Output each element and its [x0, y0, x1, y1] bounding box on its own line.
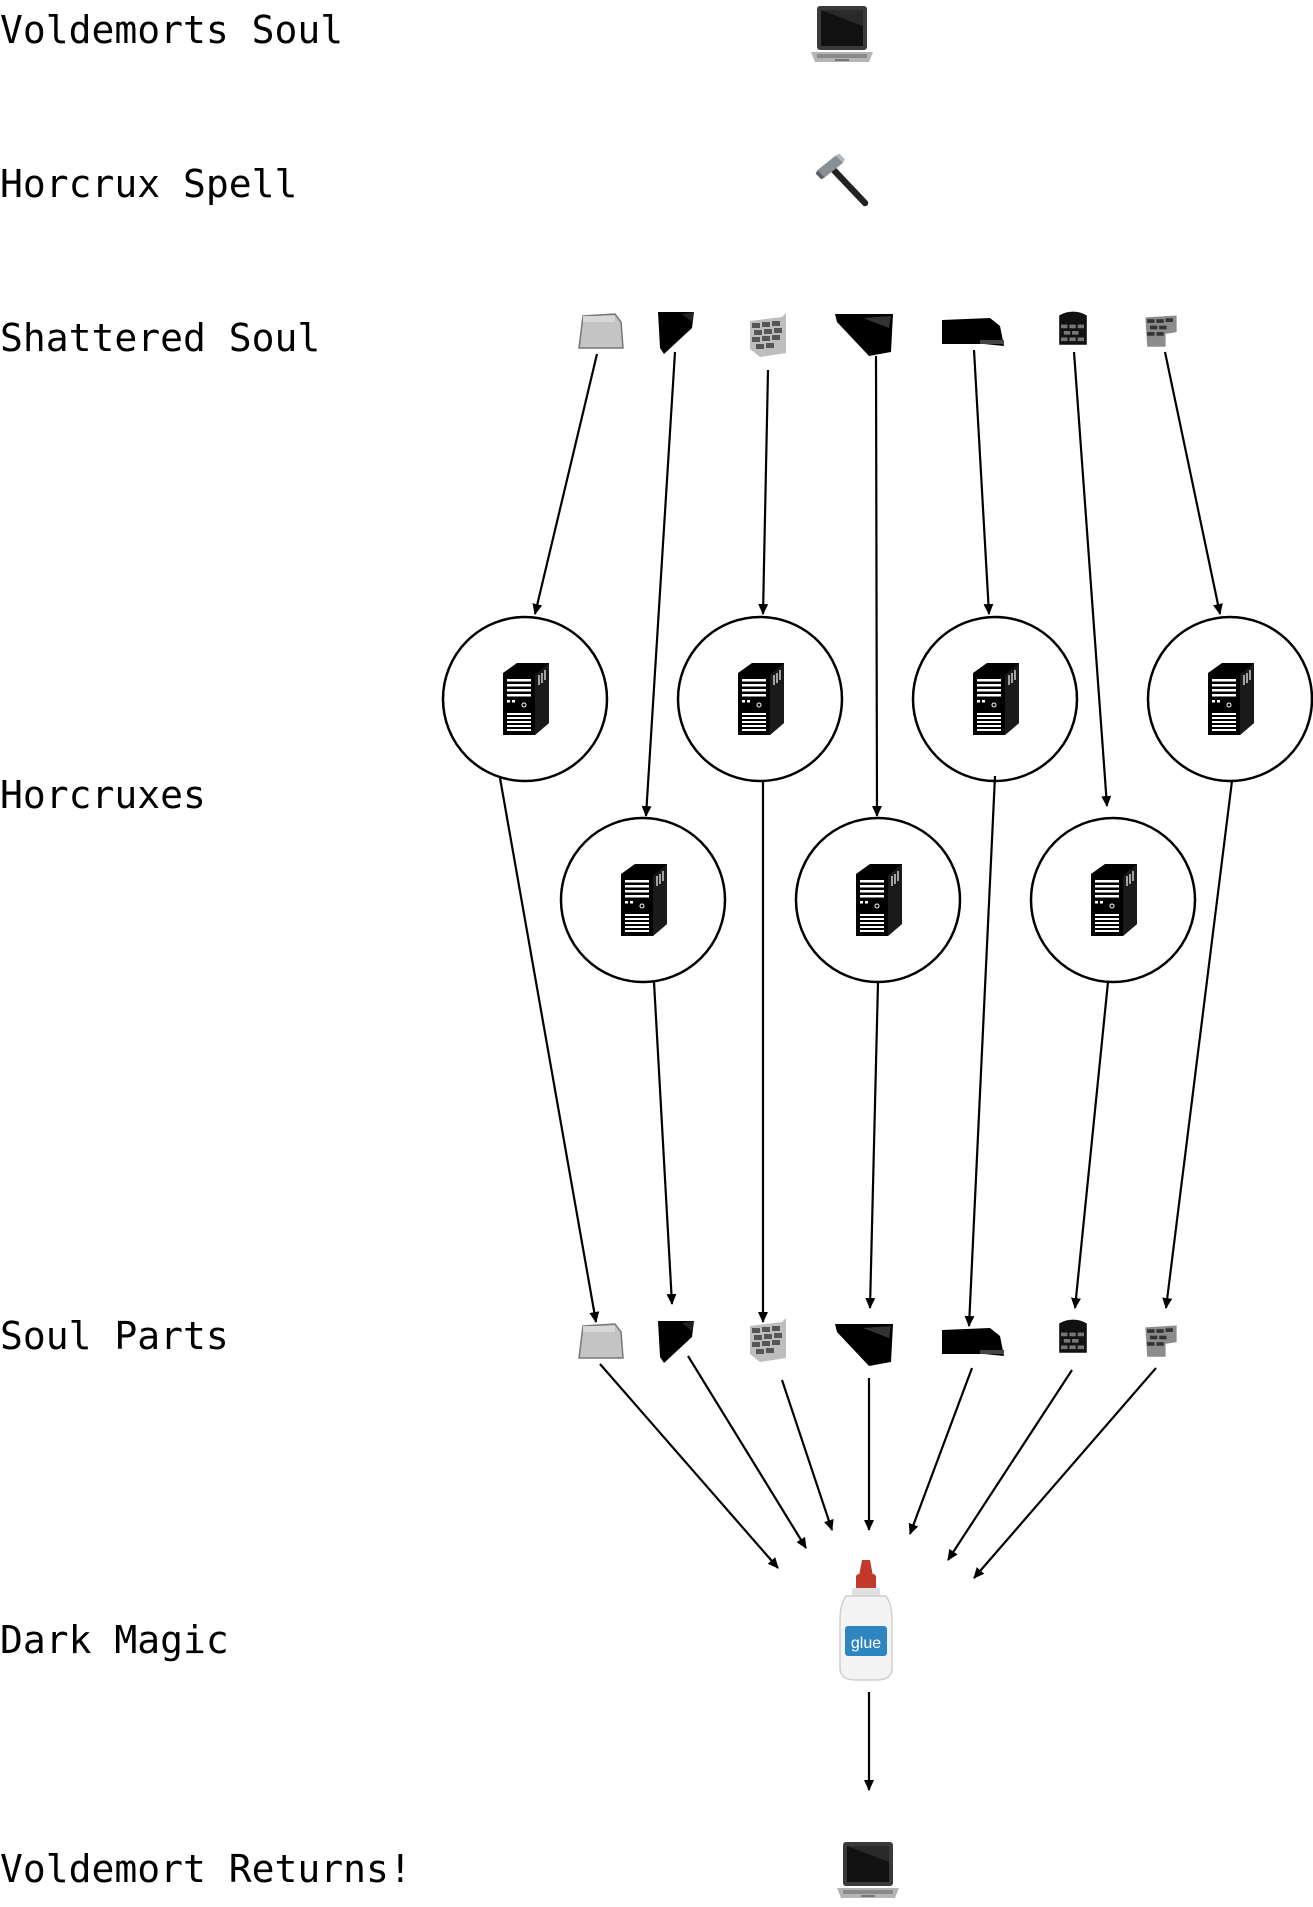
- label-horcruxes: Horcruxes: [0, 773, 206, 817]
- brick-fragment-icon: [750, 1318, 786, 1362]
- brick-fragment-icon: [658, 312, 694, 354]
- laptop-icon: [837, 1842, 899, 1898]
- glue-label: glue: [851, 1635, 881, 1652]
- soul-parts: [578, 1318, 1177, 1366]
- horcrux-node: [559, 816, 727, 984]
- brick-fragment-icon: [1145, 315, 1177, 347]
- horcrux-node: [441, 615, 609, 783]
- server-tower-icon: [1207, 662, 1255, 736]
- arrows-fragments-to-horcruxes: [532, 349, 1223, 817]
- brick-fragment-icon: [578, 1323, 624, 1359]
- hammer-icon: [816, 154, 865, 203]
- label-horcrux-spell: Horcrux Spell: [0, 162, 297, 206]
- server-tower-icon: [972, 662, 1020, 736]
- label-voldemort-returns: Voldemort Returns!: [0, 1847, 412, 1891]
- brick-fragment-icon: [750, 313, 786, 357]
- horcrux-nodes: [441, 615, 1313, 984]
- label-shattered-soul: Shattered Soul: [0, 316, 320, 360]
- server-tower-icon: [502, 662, 550, 736]
- label-dark-magic: Dark Magic: [0, 1618, 229, 1662]
- shattered-soul-fragments: [578, 311, 1177, 357]
- horcrux-node: [911, 615, 1079, 783]
- brick-fragment-icon: [835, 1324, 893, 1366]
- brick-fragment-icon: [942, 318, 1004, 346]
- brick-fragment-icon: [578, 313, 624, 349]
- brick-fragment-icon: [835, 314, 893, 356]
- brick-fragment-icon: [1145, 1325, 1177, 1357]
- brick-fragment-icon: [1059, 1319, 1087, 1353]
- label-soul-parts: Soul Parts: [0, 1314, 229, 1358]
- horcrux-node: [1146, 615, 1313, 783]
- server-tower-icon: [737, 662, 785, 736]
- laptop-icon: [811, 6, 873, 62]
- horcrux-node: [676, 615, 844, 783]
- server-tower-icon: [855, 863, 903, 937]
- brick-fragment-icon: [942, 1328, 1004, 1356]
- server-tower-icon: [1090, 863, 1138, 937]
- arrows-parts-to-glue: [599, 1355, 1157, 1579]
- horcrux-node: [794, 816, 962, 984]
- arrows-horcruxes-to-parts: [498, 775, 1234, 1327]
- label-voldemorts-soul: Voldemorts Soul: [0, 8, 343, 52]
- glue-bottle-icon: glue: [839, 1560, 893, 1681]
- brick-fragment-icon: [1059, 311, 1087, 345]
- horcrux-node: [1029, 816, 1197, 984]
- server-tower-icon: [620, 863, 668, 937]
